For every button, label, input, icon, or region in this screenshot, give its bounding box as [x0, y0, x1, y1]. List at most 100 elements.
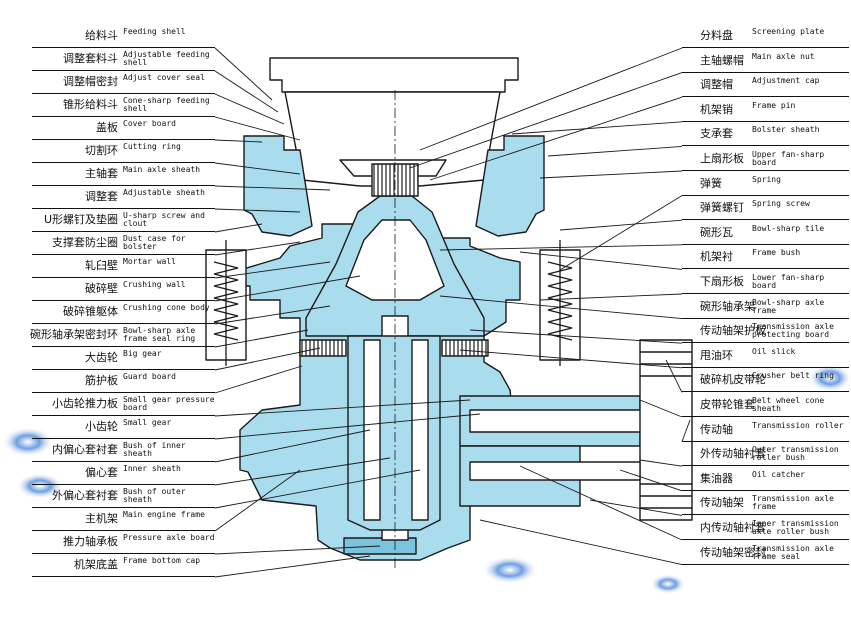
label-underline [32, 70, 215, 71]
part-label-english: Oil slick [752, 346, 796, 356]
leader-line [214, 429, 371, 463]
right-label-16: 传动轴 Transmission roller [682, 420, 851, 442]
left-label-12: 破碎锥躯体 Crushing cone body [0, 302, 215, 324]
part-label-english: Bowl-sharp axle frame [752, 297, 825, 315]
leader-line [459, 349, 683, 369]
right-label-3: 机架销 Frame pin [682, 100, 851, 122]
part-label-english: Feeding shell [123, 27, 186, 36]
belt-pulley-grooves [640, 351, 692, 509]
left-label-14: 大齿轮 Big gear [0, 348, 215, 370]
label-underline [682, 465, 849, 467]
leader-line [214, 347, 321, 371]
label-underline [682, 219, 849, 221]
part-label-chinese: 破碎机皮带轮 [700, 373, 766, 387]
left-label-11: 破碎壁 Crushing wall [0, 279, 215, 301]
leader-line [214, 469, 301, 532]
label-underline [32, 47, 215, 48]
part-label-chinese: 机架销 [700, 102, 733, 116]
left-label-23: 机架底盖 Frame bottom cap [0, 555, 215, 577]
part-label-english: Big gear [123, 349, 162, 358]
label-underline [682, 71, 849, 73]
right-label-20: 内传动轴衬套 Inner transmission axle roller bu… [682, 518, 851, 540]
part-label-english: Inner transmission axle roller bush [752, 519, 839, 536]
leader-line [479, 519, 683, 566]
leader-line [214, 116, 301, 141]
label-underline [32, 438, 215, 439]
label-underline [32, 553, 215, 554]
part-label-english: Small gear [123, 418, 172, 427]
leader-line [539, 170, 683, 179]
leader-line [559, 195, 683, 271]
label-underline [682, 416, 849, 417]
right-label-12: 传动轴架护板 Transmission axle protecting boar… [682, 321, 851, 344]
leader-line [619, 469, 683, 492]
label-underline [32, 346, 215, 347]
left-label-17: 小齿轮 Small gear [0, 417, 215, 439]
left-label-4: 盖板 Cover board [0, 118, 215, 140]
part-label-chinese: 偏心套 [85, 466, 118, 479]
part-label-chinese: 皮带轮锥套 [700, 398, 755, 411]
leader-lines [214, 47, 691, 578]
label-underline [32, 300, 215, 301]
label-underline [682, 293, 849, 294]
leader-line [214, 457, 391, 486]
part-label-english: Small gear pressure board [123, 395, 215, 412]
left-label-8: U形螺钉及垫圈 U-sharp screw and clout [0, 210, 215, 232]
right-label-13: 甩油环 Oil slick [682, 346, 851, 368]
big-gear-shape [299, 339, 347, 357]
label-underline [32, 323, 215, 324]
label-underline [682, 366, 849, 368]
lower-transmission-shaft [469, 461, 641, 481]
part-label-english: Outer transmission roller bush [752, 445, 839, 463]
part-label-chinese: 大齿轮 [85, 351, 118, 364]
part-label-english: Frame bottom cap [123, 556, 201, 565]
part-label-english: Frame pin [752, 100, 796, 110]
part-label-english: Crushing wall [123, 280, 186, 289]
label-underline [32, 254, 215, 255]
part-label-chinese: 盖板 [96, 121, 118, 134]
label-underline [32, 415, 215, 416]
right-label-0: 分料盘 Screening plate [682, 26, 851, 48]
leader-line [429, 96, 683, 181]
part-label-english: Cutting ring [123, 142, 181, 151]
right-label-5: 上扇形板 Upper fan-sharp board [682, 149, 851, 171]
part-label-chinese: 调整帽密封 [63, 75, 118, 88]
leader-line [214, 185, 331, 191]
big-gear-shape-right [441, 339, 489, 357]
part-label-english: Bush of inner sheath [123, 441, 186, 458]
left-label-18: 内偏心套衬套 Bush of inner sheath [0, 440, 215, 462]
left-label-20: 外偏心套衬套 Bush of outer sheath [0, 486, 215, 508]
label-underline [682, 342, 849, 344]
left-label-1: 调整套料斗 Adjustable feeding shell [0, 49, 215, 71]
leader-line [539, 293, 683, 301]
right-label-14: 破碎机皮带轮 Crusher belt ring [682, 370, 851, 393]
part-label-chinese: 给料斗 [85, 29, 118, 42]
part-label-chinese: 上扇形板 [700, 152, 744, 165]
label-underline [32, 231, 215, 232]
label-underline [682, 96, 849, 98]
part-label-english: Bowl-sharp axle frame seal ring [123, 326, 196, 343]
part-label-chinese: 小齿轮 [85, 420, 118, 433]
leader-line [639, 459, 683, 467]
part-label-chinese: 主轴螺帽 [700, 53, 744, 67]
label-underline [682, 268, 849, 270]
label-underline [682, 243, 849, 245]
part-label-chinese: 支承套 [700, 127, 733, 141]
part-label-english: Frame bush [752, 248, 801, 258]
part-label-chinese: 调整套 [85, 190, 118, 203]
part-label-chinese: 弹簧 [700, 176, 722, 190]
leader-line [519, 465, 683, 541]
part-label-chinese: 外偏心套衬套 [52, 489, 118, 502]
label-underline [682, 563, 849, 565]
part-label-english: Main axle sheath [123, 165, 201, 174]
leader-line [214, 413, 481, 440]
label-underline [32, 93, 215, 94]
leader-line [409, 72, 683, 169]
leader-line [559, 219, 683, 231]
part-label-chinese: 主机架 [85, 512, 118, 525]
part-label-chinese: 筋护板 [85, 374, 118, 387]
label-underline [32, 369, 215, 370]
part-label-chinese: 传动轴架护板 [700, 324, 766, 338]
label-underline [682, 170, 849, 171]
